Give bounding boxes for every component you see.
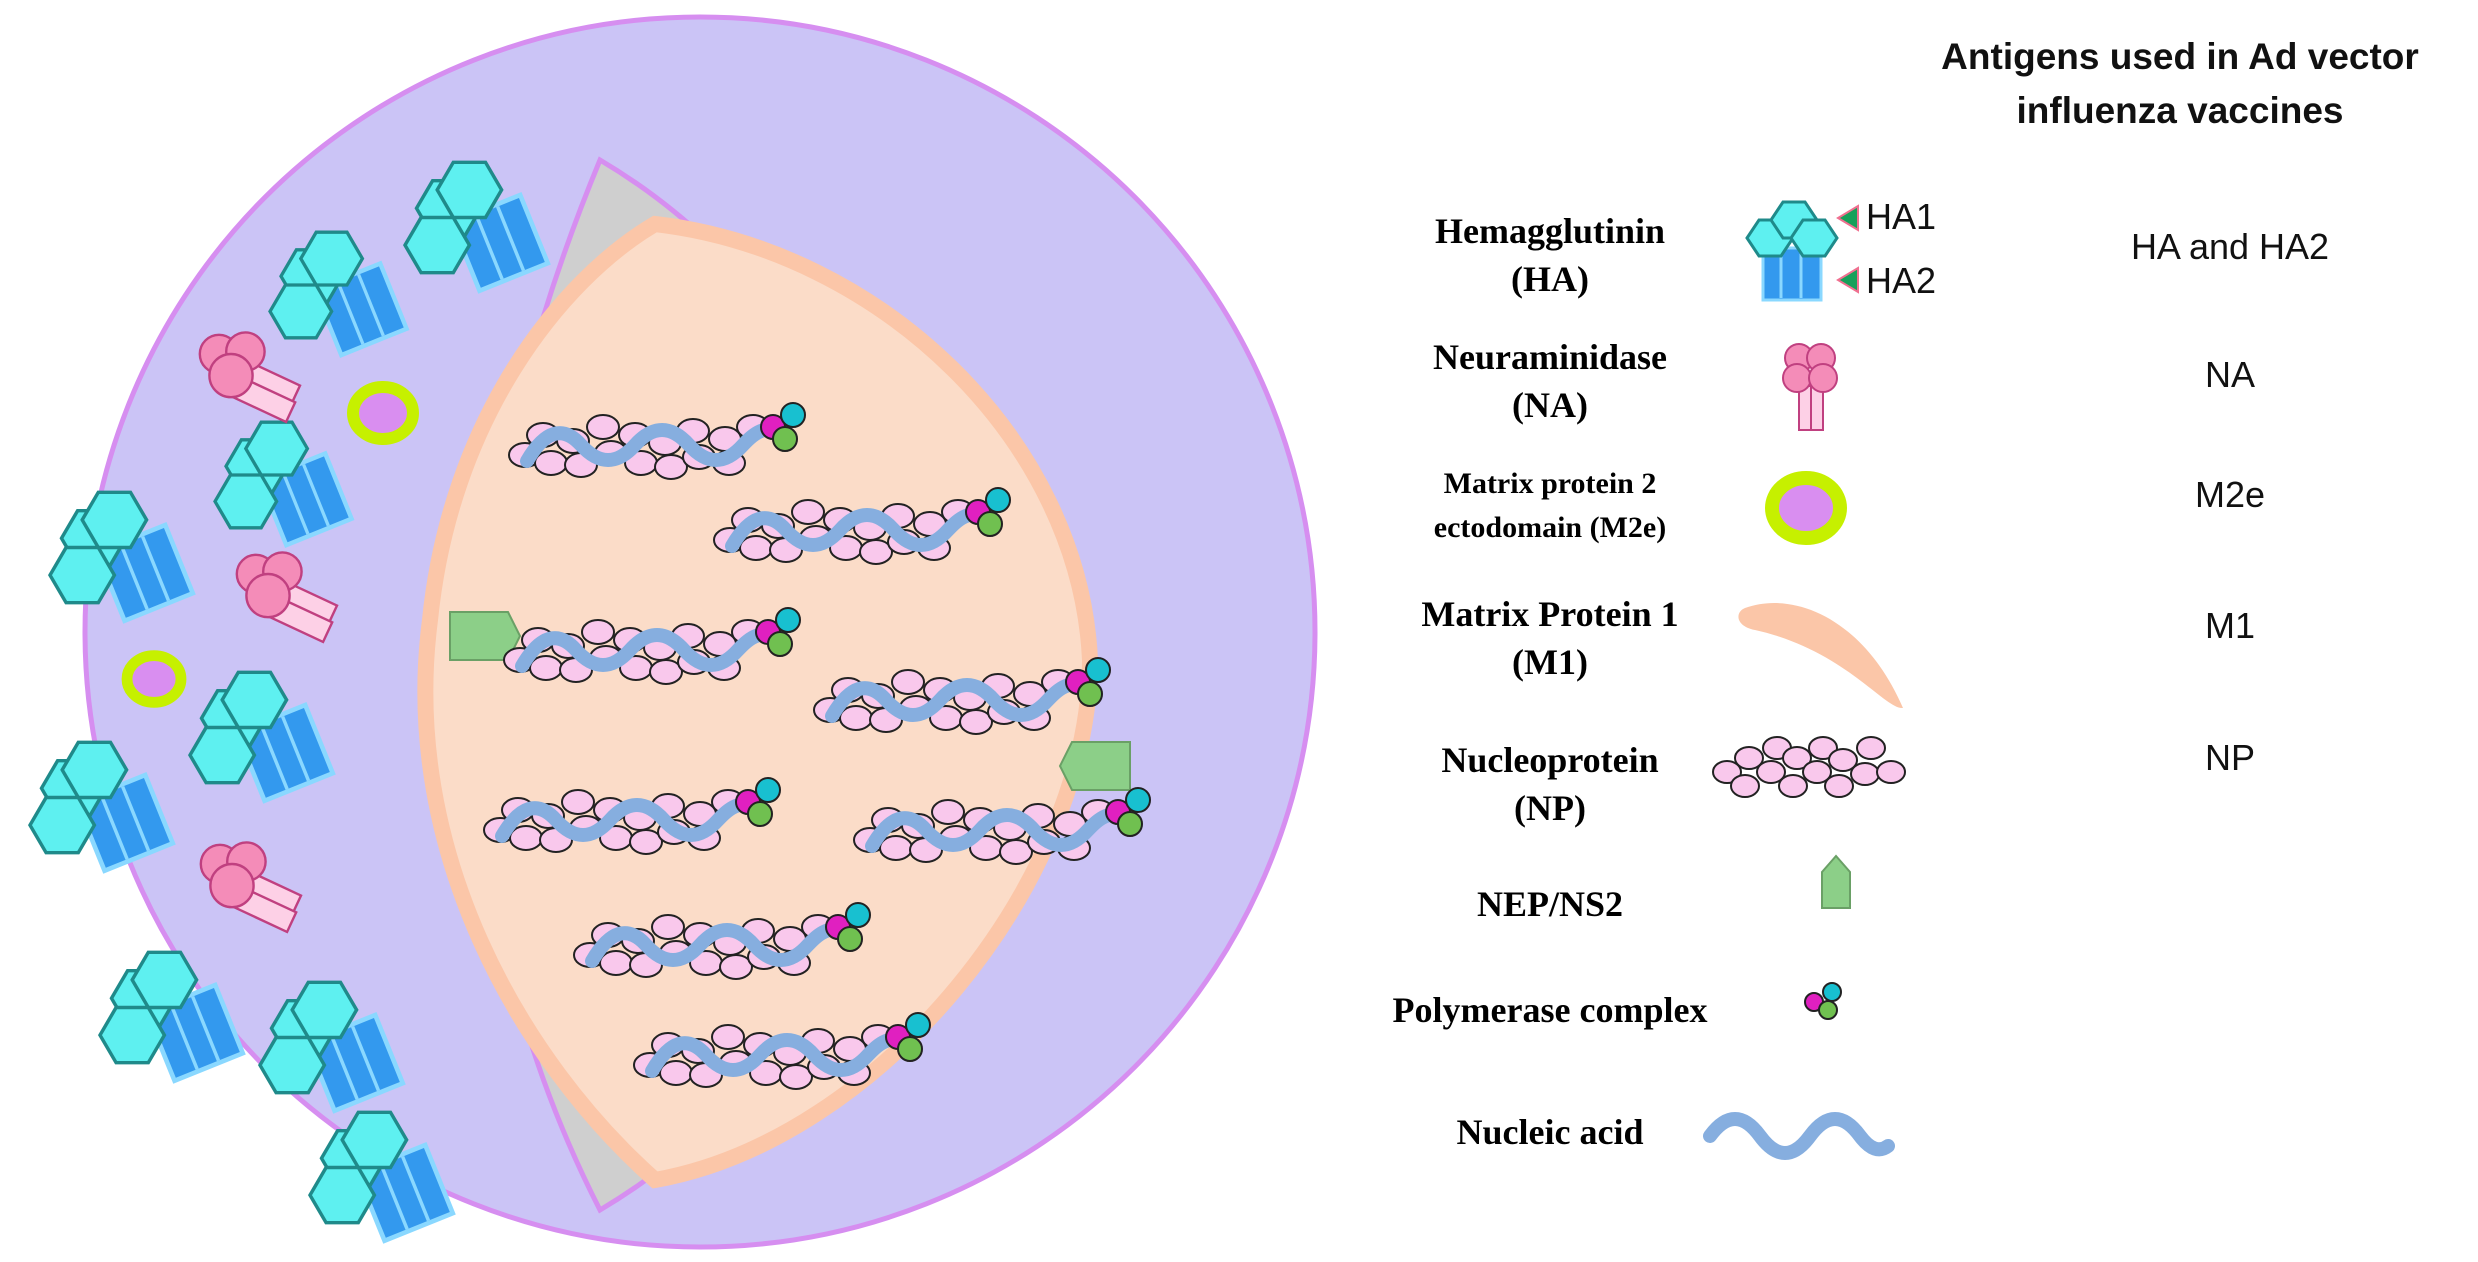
legend-label-line: (NP) (1514, 788, 1586, 828)
antigens-header-line1: Antigens used in Ad vector (1941, 36, 2419, 77)
antigen-np: NP (2204, 737, 2255, 778)
legend-label-line: (HA) (1511, 259, 1589, 299)
matrix-protein-icon (1738, 603, 1903, 709)
legend-label-line: ectodomain (M2e) (1433, 511, 1667, 544)
legend-label-line: (NA) (1512, 385, 1588, 425)
antigen-m1: M1 (2204, 605, 2255, 646)
legend-label-line: Matrix protein 2 (1443, 467, 1657, 500)
legend-label-line: (M1) (1512, 642, 1588, 682)
antigens-header-line2: influenza vaccines (2016, 90, 2344, 131)
legend-label-line: Matrix Protein 1 (1421, 594, 1679, 634)
ha1-label: HA1 (1866, 196, 1937, 237)
legend-label-nucleic-acid: Nucleic acid (1320, 1108, 1780, 1156)
neuraminidase-icon (1782, 343, 1838, 431)
legend-label-m2e: Matrix protein 2 ectodomain (M2e) (1320, 462, 1780, 550)
nucleic-acid-icon (1703, 1112, 1895, 1160)
ha-arrows-icon (1836, 204, 1859, 294)
m2e-icon (1765, 471, 1847, 545)
nucleoprotein-icon (1712, 736, 1906, 798)
hemagglutinin-icon (1745, 200, 1839, 302)
legend-label-line: Nucleoprotein (1441, 740, 1659, 780)
legend-label-line: Neuraminidase (1433, 337, 1667, 377)
legend-label-hemagglutinin: Hemagglutinin (HA) (1320, 207, 1780, 303)
core-nep-ns2 (1058, 741, 1131, 791)
legend-label-line: Polymerase complex (1392, 990, 1708, 1030)
influenza-virion-diagram (0, 14, 1318, 1250)
ha2-label: HA2 (1866, 260, 1937, 301)
nep-ns2-icon (1821, 854, 1851, 909)
legend-label-nep-ns2: NEP/NS2 (1320, 880, 1780, 928)
legend-label-nucleoprotein: Nucleoprotein (NP) (1320, 736, 1780, 832)
antigen-na: NA (2204, 354, 2255, 395)
antigens-header: Antigens used in Ad vector influenza vac… (1900, 30, 2460, 138)
legend-label-matrix-protein-1: Matrix Protein 1 (M1) (1320, 590, 1780, 686)
antigen-m2e: M2e (2194, 474, 2266, 515)
antigen-ha: HA and HA2 (2130, 226, 2330, 267)
legend-label-neuraminidase: Neuraminidase (NA) (1320, 333, 1780, 429)
polymerase-complex-icon (1804, 982, 1842, 1020)
legend-label-line: Nucleic acid (1456, 1112, 1644, 1152)
legend-label-line: NEP/NS2 (1476, 884, 1624, 924)
legend-label-line: Hemagglutinin (1434, 211, 1666, 251)
legend-label-polymerase-complex: Polymerase complex (1320, 986, 1780, 1034)
